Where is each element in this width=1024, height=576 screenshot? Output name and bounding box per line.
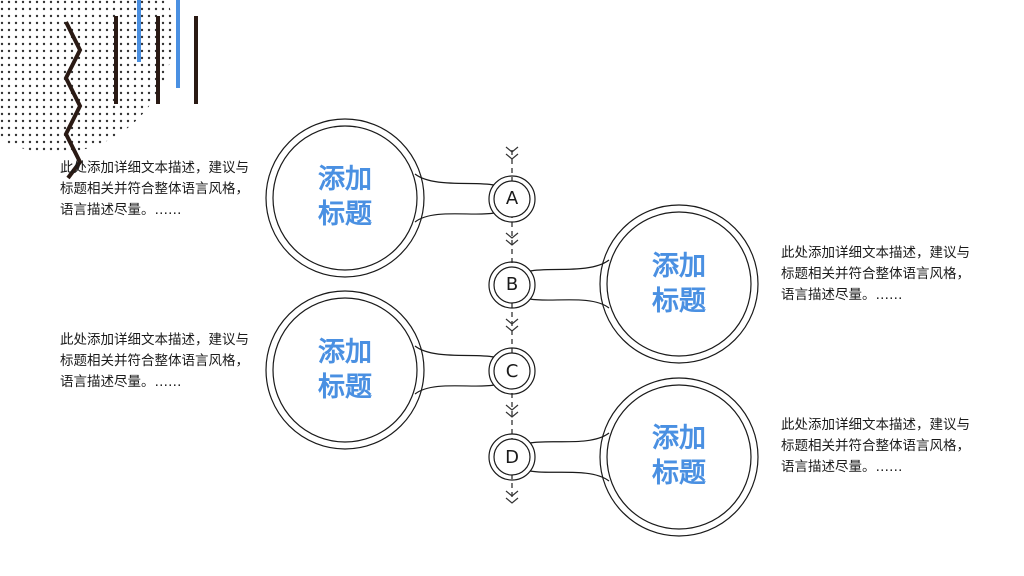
- balloon-inner-circle: [606, 211, 752, 357]
- letter-inner-circle: [493, 352, 531, 390]
- balloon-inner-circle: [606, 384, 752, 530]
- node-title-line: 添加: [652, 251, 706, 282]
- node-letter-d: D: [505, 447, 519, 468]
- node-title-line: 添加: [318, 337, 372, 368]
- letter-inner-circle: [493, 180, 531, 218]
- chevron-down-icon: [505, 146, 519, 153]
- chevron-down-icon: [505, 490, 519, 497]
- chevron-down-icon: [505, 239, 519, 246]
- node-title-b: 添加 标题: [619, 249, 739, 319]
- node-title-line: 标题: [652, 458, 706, 489]
- node-title-d: 添加 标题: [619, 421, 739, 491]
- zigzag-decoration: [63, 21, 83, 180]
- chevron-down-icon: [505, 497, 519, 504]
- balloon-outer-ring: [265, 290, 425, 450]
- letter-outer-ring: [488, 433, 536, 481]
- node-title-c: 添加 标题: [285, 335, 405, 405]
- balloon-outer-ring: [599, 204, 759, 364]
- letter-outer-ring: [488, 261, 536, 309]
- node-shapes: [265, 118, 759, 537]
- connector-neck-outline: [414, 212, 495, 223]
- connector-neck-outline: [414, 173, 495, 186]
- balloon-outer-ring: [599, 377, 759, 537]
- letter-inner-circle: [493, 438, 531, 476]
- node-title-line: 标题: [318, 199, 372, 230]
- node-title-a: 添加 标题: [285, 162, 405, 232]
- chevron-down-icon: [505, 404, 519, 411]
- connector-neck-outline: [414, 345, 495, 358]
- connector-neck-outline: [529, 432, 610, 444]
- chevron-down-icon: [505, 318, 519, 325]
- node-description-b: 此处添加详细文本描述，建议与标题相关并符合整体语言风格，语言描述尽量。……: [781, 245, 970, 303]
- node-letter-a: A: [505, 188, 519, 209]
- chevron-down-icon: [505, 325, 519, 332]
- balloon-inner-circle: [272, 125, 418, 271]
- balloon-outer-ring: [265, 118, 425, 278]
- connector-neck-outline: [529, 259, 610, 272]
- node-letter-c: C: [505, 361, 519, 382]
- node-title-line: 标题: [652, 286, 706, 317]
- node-title-line: 标题: [318, 372, 372, 403]
- connector-neck-outline: [529, 470, 610, 482]
- letter-outer-ring: [488, 347, 536, 395]
- node-title-line: 添加: [652, 423, 706, 454]
- letter-inner-circle: [493, 266, 531, 304]
- node-description-d: 此处添加详细文本描述，建议与标题相关并符合整体语言风格，语言描述尽量。……: [781, 417, 970, 475]
- balloon-inner-circle: [272, 297, 418, 443]
- node-letter-b: B: [505, 274, 519, 295]
- node-description-a: 此处添加详细文本描述，建议与标题相关并符合整体语言风格，语言描述尽量。……: [60, 160, 249, 218]
- connector-neck-outline: [529, 298, 610, 309]
- chevron-down-icon: [505, 232, 519, 239]
- node-title-line: 添加: [318, 164, 372, 195]
- chevron-down-icon: [505, 153, 519, 160]
- letter-outer-ring: [488, 175, 536, 223]
- node-description-c: 此处添加详细文本描述，建议与标题相关并符合整体语言风格，语言描述尽量。……: [60, 332, 249, 390]
- connector-neck-outline: [414, 384, 495, 395]
- chevron-down-icon: [505, 411, 519, 418]
- timeline-chevrons: [505, 146, 519, 504]
- dot-pattern-decoration: [0, 0, 173, 153]
